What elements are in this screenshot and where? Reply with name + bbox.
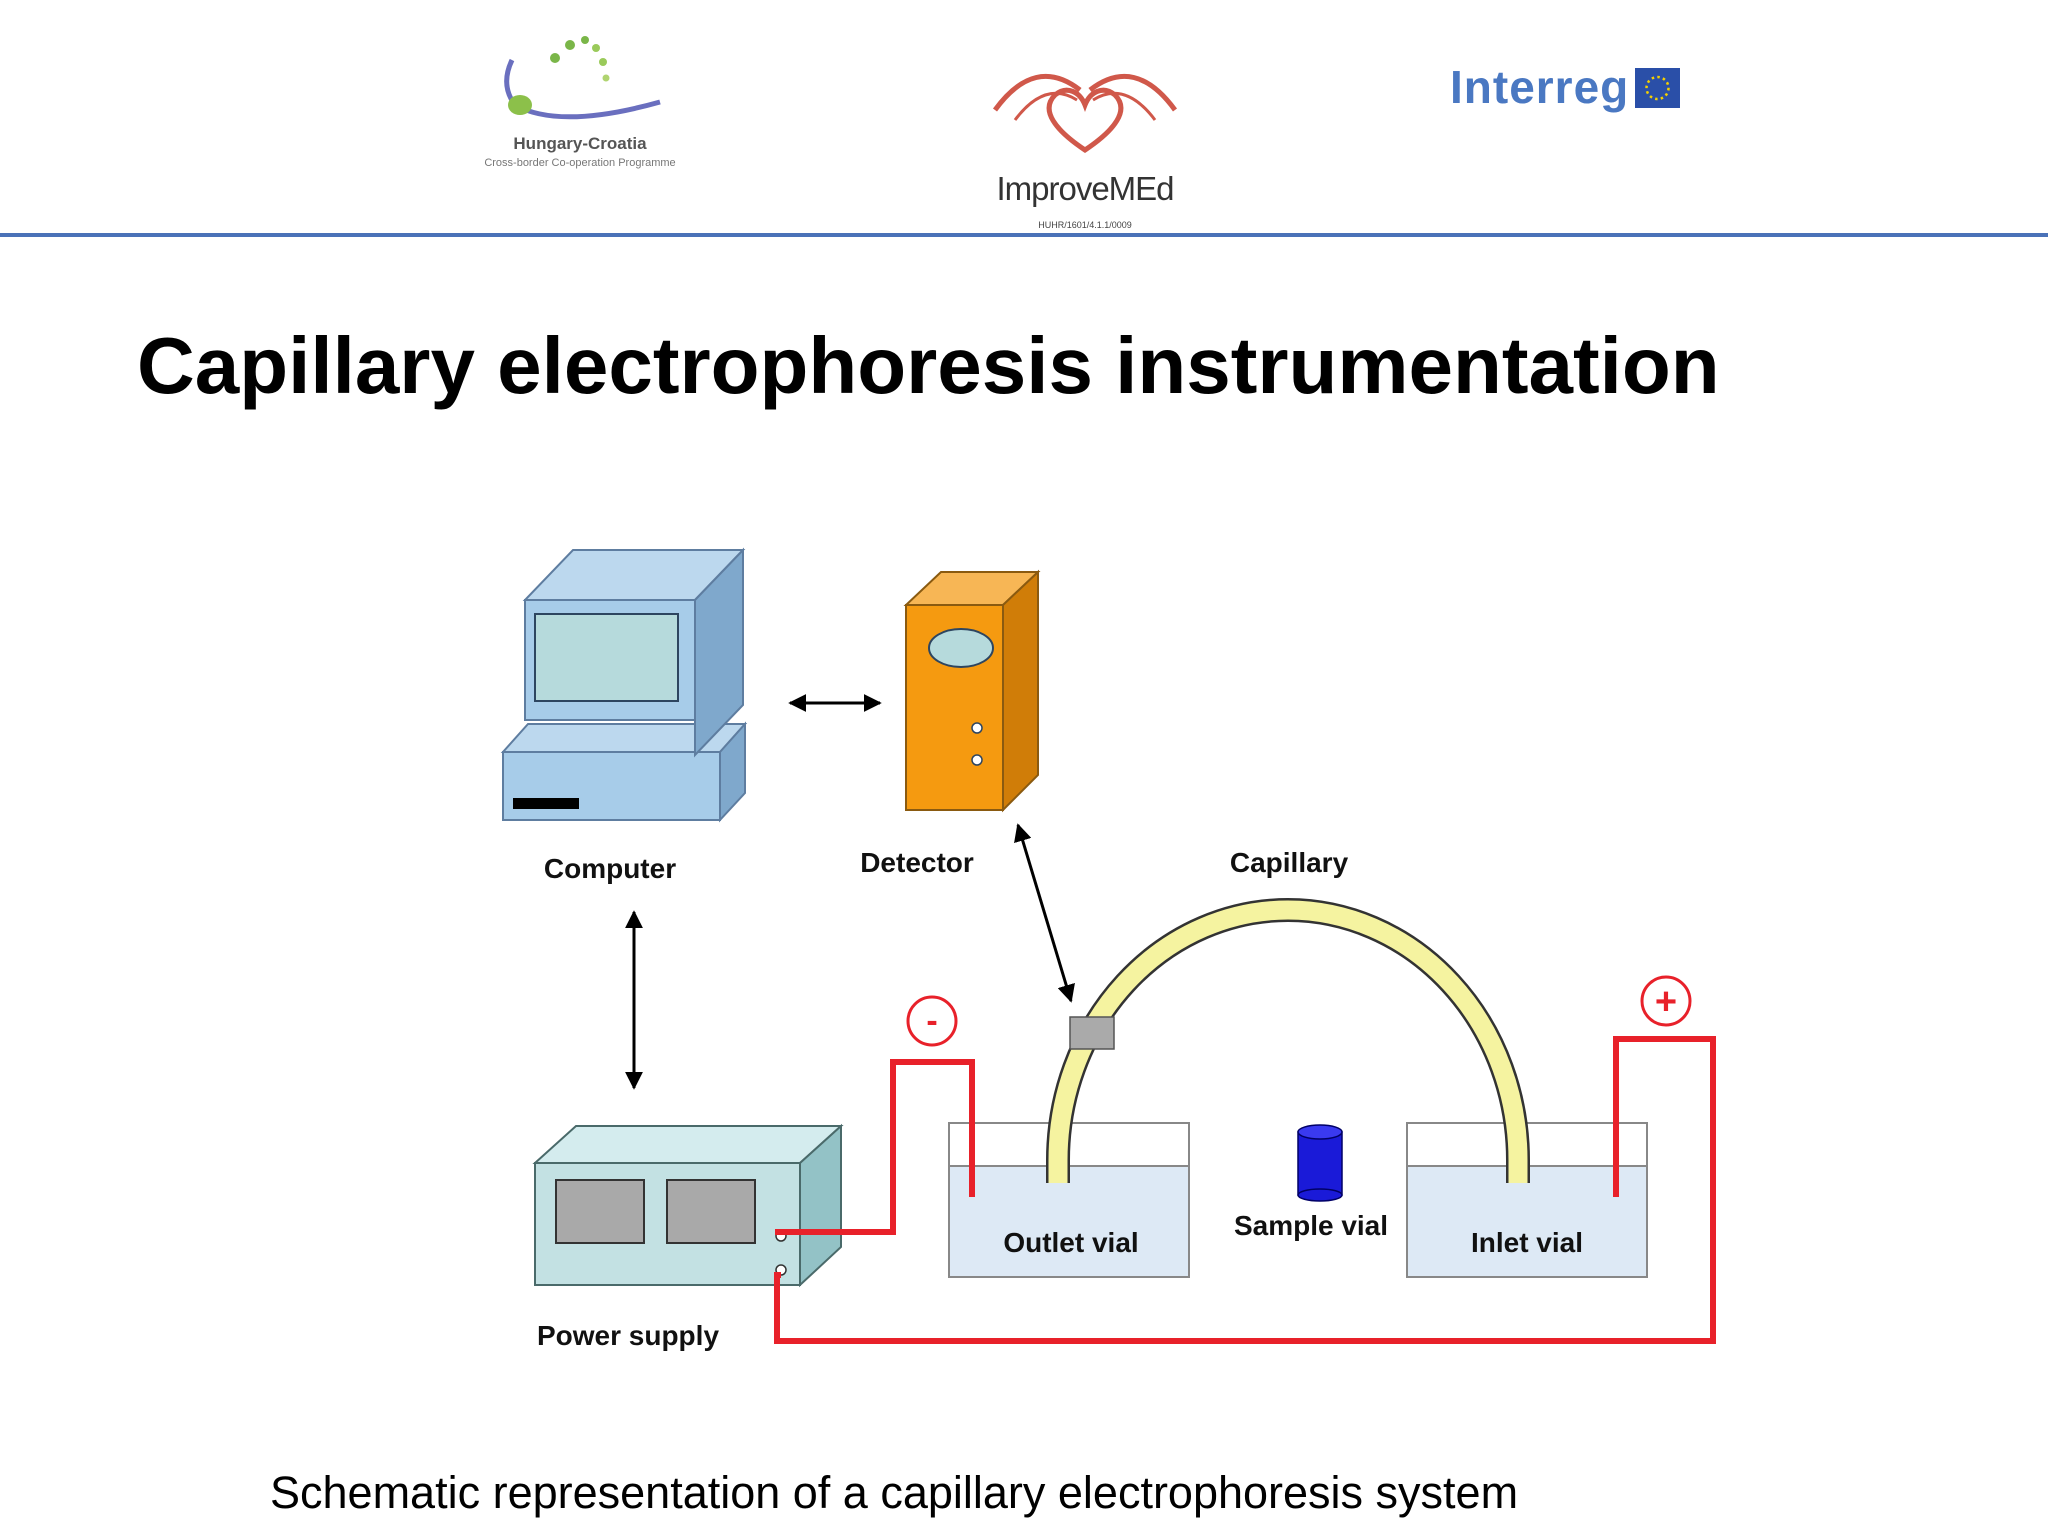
inlet-vial-label: Inlet vial <box>1471 1227 1583 1258</box>
logo-subtext: HUHR/1601/4.1.1/0009 <box>1038 220 1132 230</box>
negative-sign: - <box>926 1002 937 1040</box>
dots-arc-logo-icon <box>504 36 661 120</box>
hungary-croatia-logo: Hungary-Croatia Cross-border Co-operatio… <box>470 30 690 180</box>
logo-text: ImproveMEd <box>996 170 1174 207</box>
negative-electrode-icon: - <box>906 995 958 1047</box>
logo-bar: Hungary-Croatia Cross-border Co-operatio… <box>0 0 2048 240</box>
computer-label: Computer <box>544 853 676 884</box>
logo-text: Interreg <box>1450 61 1630 113</box>
capillary-tube <box>1046 898 1530 1183</box>
detector-icon <box>903 569 1041 813</box>
slide-title: Capillary electrophoresis instrumentatio… <box>137 321 1720 410</box>
detection-window <box>1069 1016 1115 1050</box>
inlet-vial <box>1406 1122 1648 1278</box>
power-supply-label: Power supply <box>537 1320 719 1351</box>
sample-vial-icon <box>1297 1124 1343 1202</box>
logo-subtext: Cross-border Co-operation Programme <box>484 157 676 169</box>
interreg-logo: Interreg <box>1450 60 1690 140</box>
figure-caption: Schematic representation of a capillary … <box>270 1467 1519 1518</box>
computer-icon <box>500 547 748 823</box>
logo-text: Hungary-Croatia <box>513 134 647 153</box>
hands-heart-logo-icon <box>992 73 1178 154</box>
header-divider <box>0 233 2048 237</box>
positive-sign: + <box>1655 981 1677 1023</box>
eu-flag-icon <box>1635 68 1680 108</box>
capillary-label: Capillary <box>1230 847 1349 878</box>
outlet-vial-label: Outlet vial <box>1003 1227 1138 1258</box>
electrode-wires <box>774 1036 1716 1344</box>
positive-electrode-icon: + <box>1640 975 1692 1027</box>
connection-arrows <box>625 694 1075 1090</box>
power-supply-icon <box>532 1123 844 1288</box>
improvemed-logo: ImproveMEd HUHR/1601/4.1.1/0009 <box>985 50 1185 240</box>
sample-vial-label: Sample vial <box>1234 1210 1388 1241</box>
outlet-vial <box>948 1122 1190 1278</box>
detector-label: Detector <box>860 847 974 878</box>
